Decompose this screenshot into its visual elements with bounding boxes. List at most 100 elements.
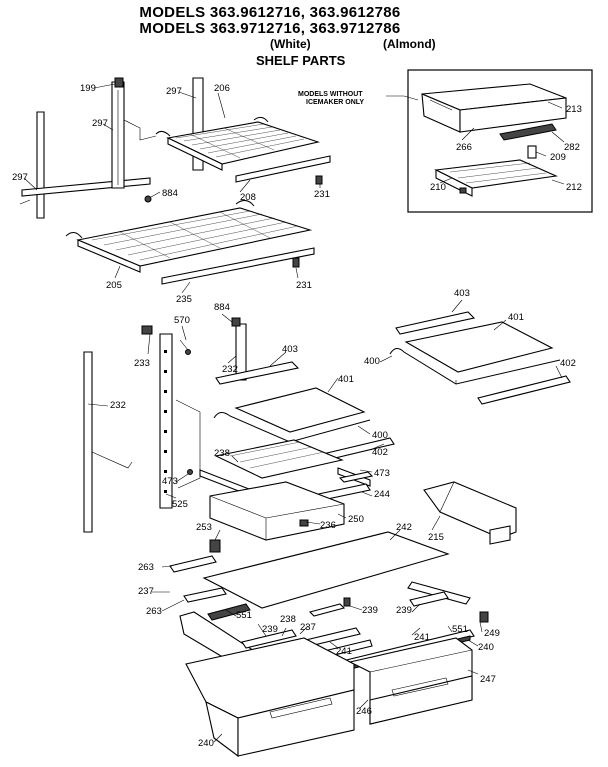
bracket-231-upper — [315, 175, 323, 185]
label-247: 247 — [480, 674, 496, 685]
label-297-left: 297 — [12, 172, 28, 183]
part-209 — [527, 145, 537, 159]
front-strip-208 — [235, 155, 331, 183]
freezer-shelf-assembly — [19, 77, 331, 285]
bracket-233 — [141, 325, 153, 335]
label-249: 249 — [484, 628, 500, 639]
label-400-centre: 400 — [372, 430, 388, 441]
label-246: 246 — [356, 706, 372, 717]
label-551-right: 551 — [452, 624, 468, 635]
label-209: 209 — [550, 152, 566, 163]
slide-out-shelf-238 — [199, 439, 374, 541]
glass-shelf-centre — [213, 361, 395, 465]
crisper-brackets-239 — [308, 591, 449, 617]
label-199: 199 — [80, 83, 96, 94]
label-402-right: 402 — [560, 358, 576, 369]
icemaker-inset-box — [407, 69, 593, 213]
label-253: 253 — [196, 522, 212, 533]
label-239-left: 239 — [262, 624, 278, 635]
crisper-pan-left — [185, 637, 355, 758]
crisper-pan-right — [348, 637, 473, 725]
label-263-upper: 263 — [138, 562, 154, 573]
label-237-left: 237 — [138, 586, 154, 597]
rail-525 — [159, 333, 173, 509]
glass-shelf-right — [389, 311, 571, 405]
label-231-lower: 231 — [296, 280, 312, 291]
section-title: SHELF PARTS — [256, 53, 346, 68]
front-strip-235 — [161, 247, 315, 285]
fresh-food-rails — [83, 317, 247, 533]
label-242: 242 — [396, 522, 412, 533]
label-212: 212 — [566, 182, 582, 193]
label-239-centre: 239 — [362, 605, 378, 616]
label-884-upper: 884 — [162, 188, 178, 199]
label-263-lower: 263 — [146, 606, 162, 617]
label-213: 213 — [566, 104, 582, 115]
label-206: 206 — [214, 83, 230, 94]
label-403-right: 403 — [454, 288, 470, 299]
label-233: 233 — [134, 358, 150, 369]
label-403-centre: 403 — [282, 344, 298, 355]
bar-403-centre — [215, 361, 300, 385]
bar-403-right — [395, 311, 476, 335]
label-240-left: 240 — [198, 738, 214, 749]
pan-frame-250 — [209, 481, 345, 541]
label-205: 205 — [106, 280, 122, 291]
glass-401-centre — [234, 387, 366, 433]
label-232-lower: 232 — [110, 400, 126, 411]
label-238-lower: 238 — [280, 614, 296, 625]
label-237-right: 237 — [300, 622, 316, 633]
bar-263-upper — [169, 555, 217, 573]
label-210: 210 — [430, 182, 446, 193]
clip-199 — [114, 77, 124, 88]
divider-282 — [499, 123, 557, 141]
left-vertical-rail — [36, 111, 45, 219]
label-238-upper: 238 — [214, 448, 230, 459]
models-title-line-2: MODELS 363.9712716, 363.9712786 — [139, 20, 401, 37]
inset-note-line-2: ICEMAKER ONLY — [306, 99, 364, 106]
label-240-right: 240 — [478, 642, 494, 653]
part-253 — [209, 539, 221, 553]
screw-884 — [144, 195, 152, 203]
label-473-left: 473 — [162, 476, 178, 487]
label-241-right: 241 — [414, 632, 430, 643]
crisper-cover-242 — [169, 531, 489, 623]
label-402-centre: 402 — [372, 447, 388, 458]
wire-shelf-205 — [65, 200, 313, 273]
label-232-upper: 232 — [222, 364, 238, 375]
label-884-lower: 884 — [214, 302, 230, 313]
models-title-line-1: MODELS 363.9612716, 363.9612786 — [139, 4, 401, 21]
glass-401-right — [404, 321, 554, 373]
variant-almond-label: (Almond) — [383, 37, 436, 51]
part-249 — [479, 611, 489, 623]
part-number-labels: 199 297 297 297 206 884 208 231 205 235 … — [12, 83, 582, 749]
label-297-centre: 297 — [92, 118, 108, 129]
label-244: 244 — [374, 489, 390, 500]
label-401-centre: 401 — [338, 374, 354, 385]
label-297-right: 297 — [166, 86, 182, 97]
label-235: 235 — [176, 294, 192, 305]
label-231-upper: 231 — [314, 189, 330, 200]
label-236: 236 — [320, 520, 336, 531]
inset-note-line-1: MODELS WITHOUT — [298, 91, 363, 98]
bar-402-right — [477, 375, 571, 405]
variant-white-label: (White) — [270, 37, 311, 51]
meat-tray-215 — [423, 481, 517, 545]
label-239-right: 239 — [396, 605, 412, 616]
label-266: 266 — [456, 142, 472, 153]
bracket-231-lower — [292, 257, 300, 268]
wire-shelf-206 — [155, 116, 321, 171]
label-208: 208 — [240, 192, 256, 203]
label-282: 282 — [564, 142, 580, 153]
label-473-right: 473 — [374, 468, 390, 479]
label-400-right: 400 — [364, 356, 380, 367]
label-215: 215 — [428, 532, 444, 543]
label-551-left: 551 — [236, 610, 252, 621]
label-525: 525 — [172, 499, 188, 510]
rail-232-left — [83, 351, 93, 533]
rail-232-right — [235, 323, 247, 381]
label-570: 570 — [174, 315, 190, 326]
label-250: 250 — [348, 514, 364, 525]
label-241-left: 241 — [336, 646, 352, 657]
